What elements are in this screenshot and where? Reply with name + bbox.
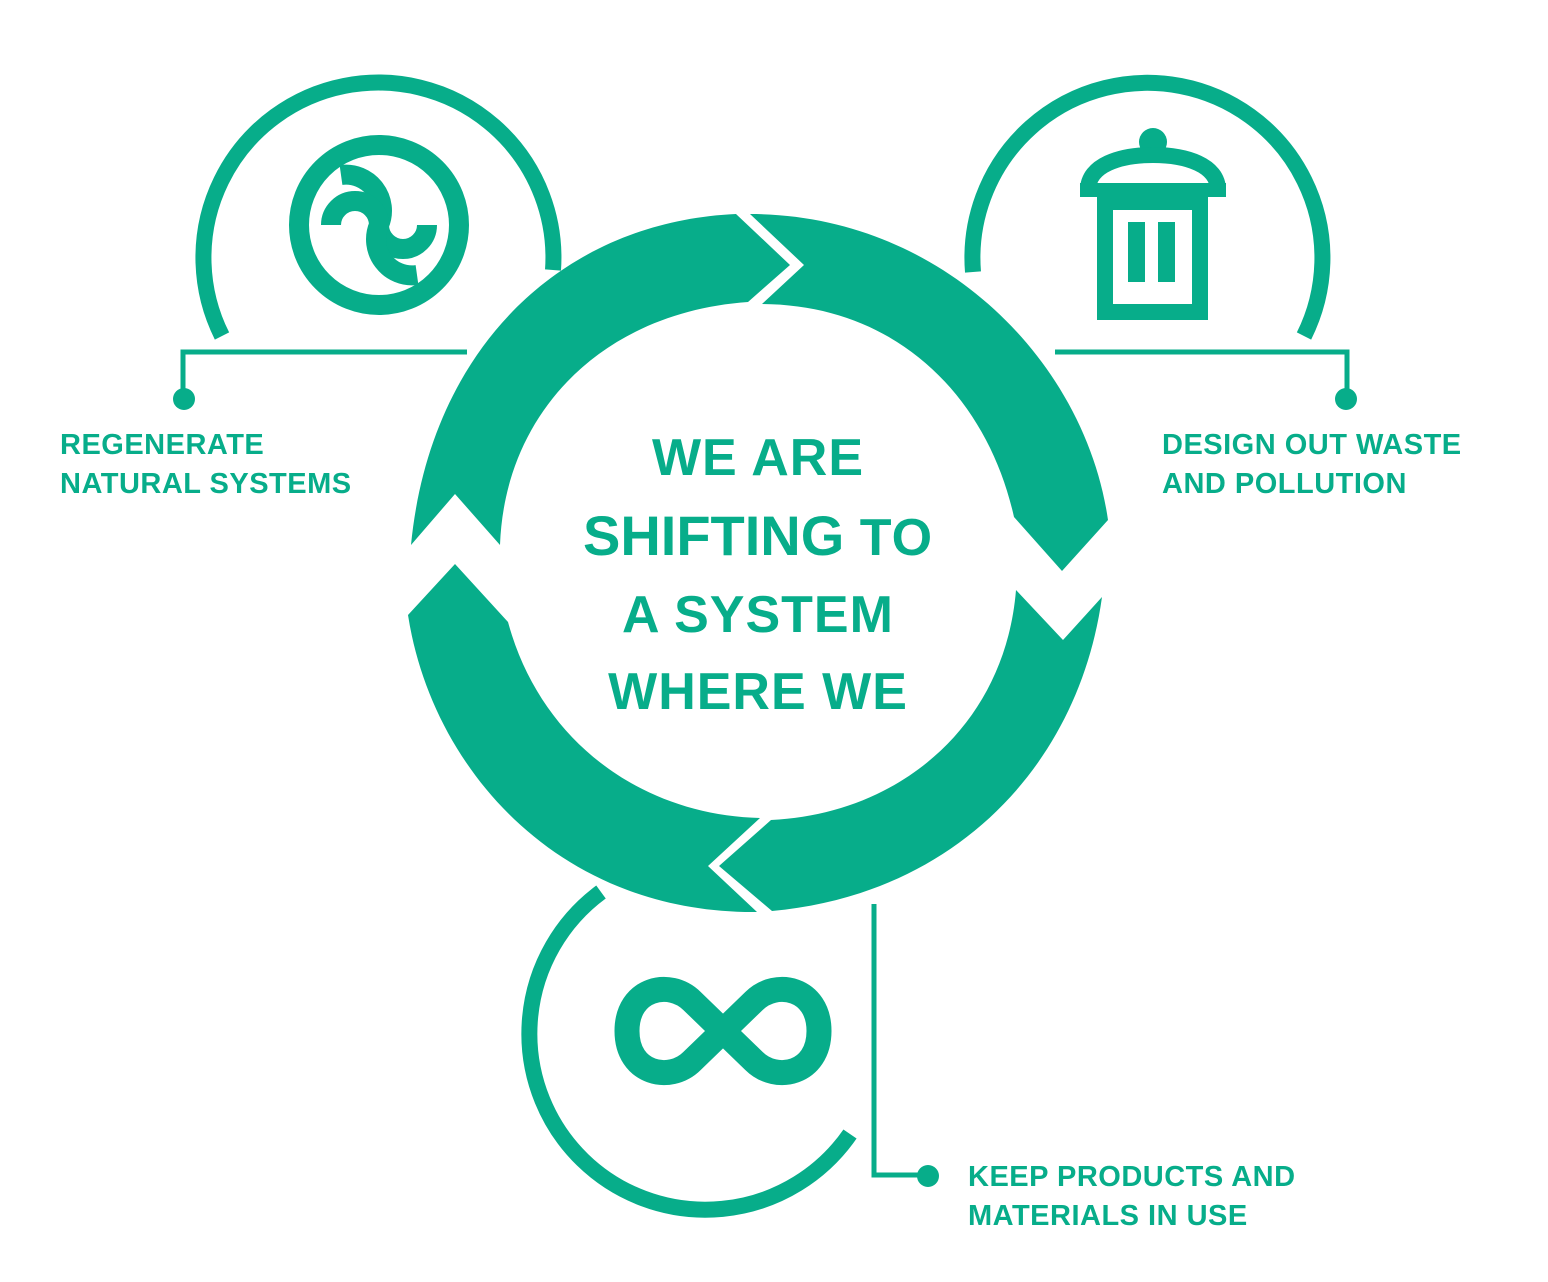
principle-label-line: KEEP PRODUCTS AND bbox=[968, 1161, 1296, 1193]
regenerate-connector-dot bbox=[173, 388, 195, 410]
center-line-2-rest: TO bbox=[844, 509, 934, 567]
ring-arrow-bottom bbox=[719, 590, 1102, 911]
ring-arrow-top-left bbox=[411, 214, 790, 545]
principle-label-line: MATERIALS IN USE bbox=[968, 1200, 1248, 1232]
principle-label-line: NATURAL SYSTEMS bbox=[60, 468, 352, 500]
keep-in-use-outer-arc bbox=[521, 885, 857, 1218]
principle-label-line: AND POLLUTION bbox=[1162, 468, 1407, 500]
center-statement: WE ARE SHIFTING TO A SYSTEM WHERE WE bbox=[548, 420, 968, 731]
center-line-2: SHIFTING TO bbox=[548, 497, 968, 577]
ring-arrow-top-right bbox=[750, 214, 1108, 571]
center-emphasis: SHIFTING bbox=[582, 504, 845, 567]
principle-regenerate-label: REGENERATE NATURAL SYSTEMS bbox=[60, 426, 352, 504]
waste-outer-arc bbox=[964, 74, 1331, 340]
principle-label-line: DESIGN OUT WASTE bbox=[1162, 429, 1462, 461]
keep-in-use-connector-dot bbox=[917, 1165, 939, 1187]
waste-connector bbox=[1055, 349, 1350, 396]
keep-in-use-connector bbox=[871, 904, 922, 1178]
ring-arrow-left bbox=[408, 564, 760, 913]
principle-waste-label: DESIGN OUT WASTE AND POLLUTION bbox=[1162, 426, 1462, 504]
center-line-3: A SYSTEM bbox=[622, 586, 894, 644]
regenerate-outer-arc bbox=[195, 74, 562, 340]
regenerate-connector bbox=[180, 349, 467, 396]
regenerate-swirl-icon bbox=[289, 135, 469, 315]
waste-connector-dot bbox=[1335, 388, 1357, 410]
center-line-1: WE ARE bbox=[651, 429, 865, 487]
infinity-icon bbox=[614, 976, 832, 1086]
center-line-4: WHERE WE bbox=[608, 663, 908, 721]
principle-label-line: REGENERATE bbox=[60, 429, 265, 461]
trash-bin-icon bbox=[1080, 128, 1226, 320]
principle-keep-in-use-label: KEEP PRODUCTS AND MATERIALS IN USE bbox=[968, 1158, 1296, 1236]
